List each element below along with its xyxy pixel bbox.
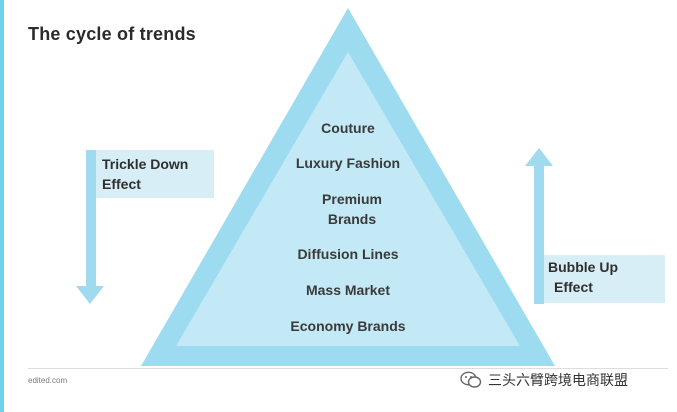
bubble-up-label-line2: Effect	[554, 279, 593, 295]
tier-luxury-fashion: Luxury Fashion	[295, 155, 401, 171]
tier-diffusion-lines: Diffusion Lines	[297, 246, 399, 262]
trickle-down-label: Trickle Down Effect	[96, 150, 214, 198]
bubble-up-arrow-head	[525, 148, 553, 166]
page-title: The cycle of trends	[28, 24, 196, 44]
inner-triangle	[176, 52, 520, 346]
bubble-up-label-line1: Bubble Up	[548, 259, 618, 275]
tier-premium-brands: Premium Brands	[322, 191, 382, 227]
trickle-down-label-line1: Trickle Down	[102, 156, 189, 172]
tier-economy-brands: Economy Brands	[290, 318, 406, 334]
tier-couture: Couture	[321, 120, 375, 136]
wechat-icon	[460, 371, 482, 388]
bubble-up-arrow-shaft	[534, 164, 544, 304]
watermark-text: 三头六臂跨境电商联盟	[488, 373, 628, 389]
accent-bar	[0, 0, 4, 412]
tier-mass-market: Mass Market	[305, 282, 391, 298]
trickle-down-label-line2: Effect	[102, 176, 141, 192]
watermark: 三头六臂跨境电商联盟	[460, 370, 628, 390]
footer-divider	[28, 368, 668, 369]
bubble-up-label: Bubble Up Effect	[544, 255, 665, 303]
trickle-down-arrow-shaft	[86, 150, 96, 286]
trickle-down-arrow-head	[76, 286, 104, 304]
footer-brand: edited.com	[28, 376, 68, 385]
